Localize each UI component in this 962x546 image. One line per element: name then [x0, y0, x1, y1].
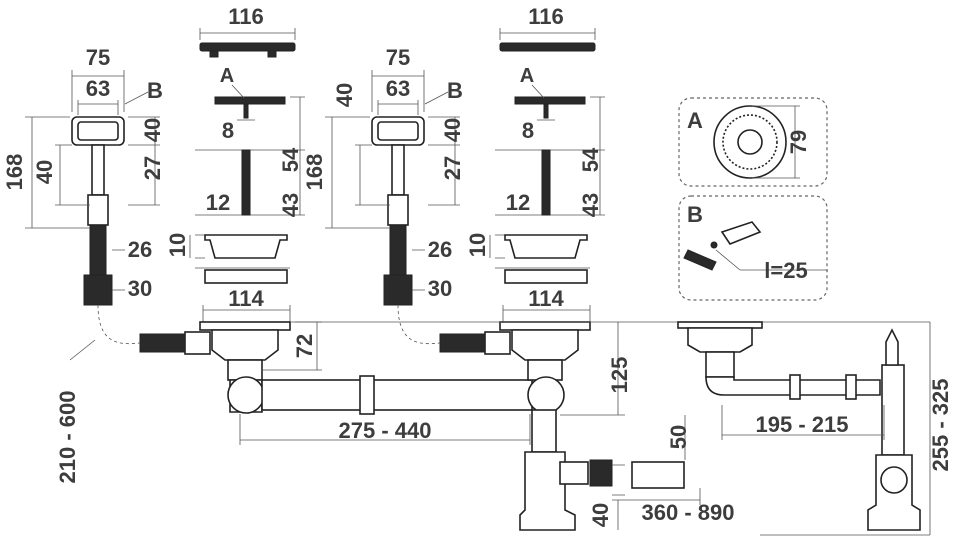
detail-a-diameter: 79 [786, 130, 811, 154]
overflow-outer-width: 75 [86, 45, 110, 70]
plug-height: 54 [578, 147, 603, 172]
plug-cap-width: 116 [528, 4, 564, 29]
right-assembly [677, 321, 921, 531]
detail-a-label: A [687, 108, 703, 133]
overflow-nut-diameter: 30 [128, 276, 152, 301]
detail-b-box [678, 195, 828, 301]
bottle-trap [295, 321, 931, 536]
left-assembly: 75 63 B 168 40 40 27 26 30 116 A 8 54 12… [2, 4, 533, 484]
plug-cap-width: 116 [228, 4, 264, 29]
hose-length: 210 - 600 [55, 391, 80, 484]
plug-label-a: A [220, 65, 234, 87]
plug-screw-body: 43 [578, 193, 603, 217]
middle-overflow-plug [325, 28, 605, 414]
overflow-head-to-pipe: 27 [140, 156, 165, 180]
overflow-head-height: 40 [440, 118, 465, 142]
basket-height: 10 [465, 233, 490, 257]
detail-a-box [678, 97, 828, 187]
overflow-label-b: B [447, 78, 463, 103]
overflow-pipe-diameter: 26 [128, 237, 152, 262]
overflow-head-to-pipe: 27 [440, 156, 465, 180]
plug-screw-length: 12 [506, 190, 530, 215]
outlet-height: 40 [588, 503, 613, 527]
basket-height: 10 [165, 233, 190, 257]
overflow-pipe-diameter: 26 [428, 237, 452, 262]
overflow-inner-width: 63 [386, 76, 410, 101]
plug-screw-diameter: 8 [522, 118, 534, 143]
strainer-width: 114 [228, 286, 264, 311]
overflow-head-height: 40 [140, 118, 165, 142]
overflow-offset: 40 [32, 160, 57, 184]
outlet-diameter: 50 [666, 425, 691, 449]
plug-part [189, 28, 305, 322]
right-spacing: 195 - 215 [756, 412, 849, 437]
plug-screw-diameter: 8 [222, 118, 234, 143]
overflow-total-height: 168 [302, 154, 327, 191]
plug-screw-length: 12 [206, 190, 230, 215]
overflow-outer-width: 75 [386, 45, 410, 70]
plug-screw-body: 43 [278, 193, 303, 217]
overflow-part [25, 70, 160, 306]
overflow-label-b: B [147, 78, 163, 103]
overflow-offset: 40 [332, 83, 357, 107]
detail-b-length: l=25 [764, 258, 807, 283]
strainer-width: 114 [528, 286, 564, 311]
drain-part [69, 304, 533, 445]
bowl-spacing: 275 - 440 [339, 418, 432, 443]
plug-label-a: A [520, 65, 534, 87]
outlet-length: 360 - 890 [642, 500, 735, 525]
trap-depth: 125 [607, 357, 632, 394]
detail-b-label: B [687, 202, 703, 227]
drain-depth: 72 [292, 334, 317, 358]
middle-assembly: 75 63 B 168 40 40 27 26 30 116 A 8 54 12… [295, 4, 931, 536]
overflow-total-height: 168 [2, 154, 27, 191]
overflow-inner-width: 63 [86, 76, 110, 101]
right-height: 255 - 325 [928, 379, 953, 472]
overflow-nut-diameter: 30 [428, 276, 452, 301]
plug-height: 54 [278, 147, 303, 172]
